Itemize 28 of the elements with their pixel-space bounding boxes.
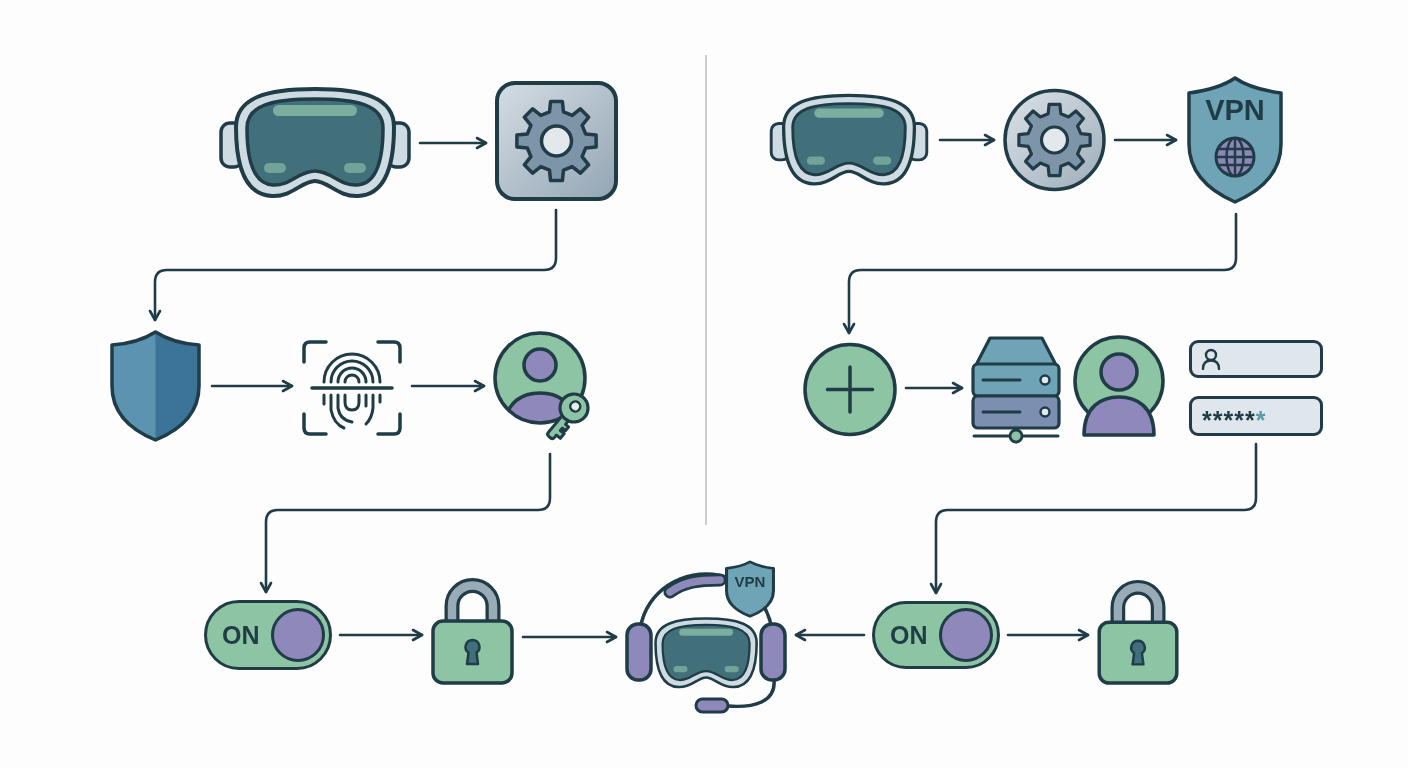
shield-label: VPN bbox=[734, 574, 766, 589]
toggle-switch: ON bbox=[204, 600, 332, 670]
user-avatar-icon bbox=[1072, 334, 1166, 438]
arrow bbox=[410, 379, 486, 393]
arrow bbox=[521, 630, 618, 644]
server-icon bbox=[970, 334, 1062, 444]
fingerprint-scan-icon bbox=[300, 338, 404, 438]
arrow bbox=[794, 628, 866, 642]
password-field: ****** bbox=[1189, 396, 1323, 436]
arrow bbox=[904, 381, 964, 395]
toggle-switch: ON bbox=[872, 601, 1000, 669]
vr-headset-icon bbox=[218, 85, 412, 201]
settings-icon bbox=[1002, 87, 1107, 193]
username-field bbox=[1189, 340, 1323, 378]
plus-circle-icon bbox=[802, 341, 898, 438]
arrow bbox=[338, 628, 424, 642]
arrow bbox=[842, 212, 1238, 335]
arrow bbox=[1113, 133, 1178, 147]
arrow bbox=[929, 442, 1258, 595]
arrow bbox=[210, 379, 294, 393]
arrow bbox=[259, 452, 552, 594]
shield-label: VPN bbox=[1205, 96, 1265, 125]
arrow bbox=[1006, 628, 1090, 642]
settings-icon bbox=[494, 80, 619, 202]
arrow bbox=[148, 208, 558, 322]
shield-icon bbox=[107, 328, 204, 444]
arrow bbox=[938, 133, 996, 147]
arrow bbox=[418, 136, 488, 150]
